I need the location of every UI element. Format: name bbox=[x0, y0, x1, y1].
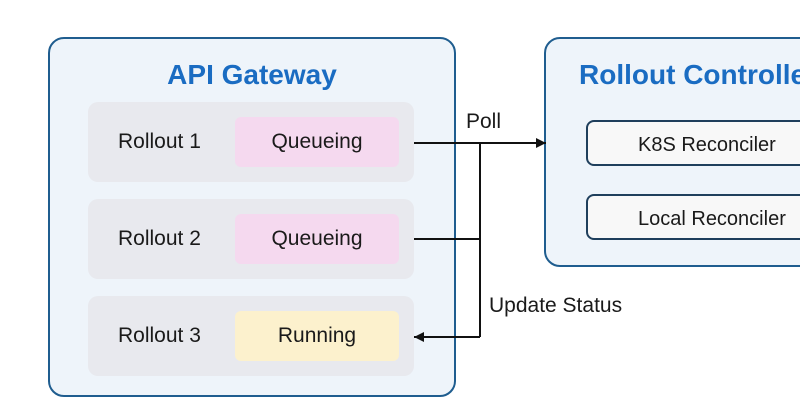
rollout-row-1: Rollout 1 Queueing bbox=[88, 102, 414, 182]
update-status-label: Update Status bbox=[489, 294, 623, 317]
rollout-label: Rollout 2 bbox=[118, 227, 201, 250]
local-reconciler-box: Local Reconciler bbox=[586, 194, 800, 240]
rollout-label: Rollout 3 bbox=[118, 324, 201, 347]
api-gateway-title: API Gateway bbox=[167, 59, 337, 90]
rollout-state-badge: Queueing bbox=[235, 117, 399, 167]
poll-label: Poll bbox=[466, 110, 502, 133]
rollout-state-badge: Running bbox=[235, 311, 399, 361]
rollout-controller-title: Rollout Controller bbox=[579, 59, 800, 90]
k8s-reconciler-box: K8S Reconciler bbox=[586, 120, 800, 166]
rollout-state-badge: Queueing bbox=[235, 214, 399, 264]
rollout-row-3: Rollout 3 Running bbox=[88, 296, 414, 376]
rollout-controller-panel: Rollout Controller K8S Reconciler Local … bbox=[544, 37, 800, 267]
rollout-label: Rollout 1 bbox=[118, 130, 201, 153]
rollout-row-2: Rollout 2 Queueing bbox=[88, 199, 414, 279]
api-gateway-panel: API Gateway Rollout 1 Queueing Rollout 2… bbox=[48, 37, 456, 397]
